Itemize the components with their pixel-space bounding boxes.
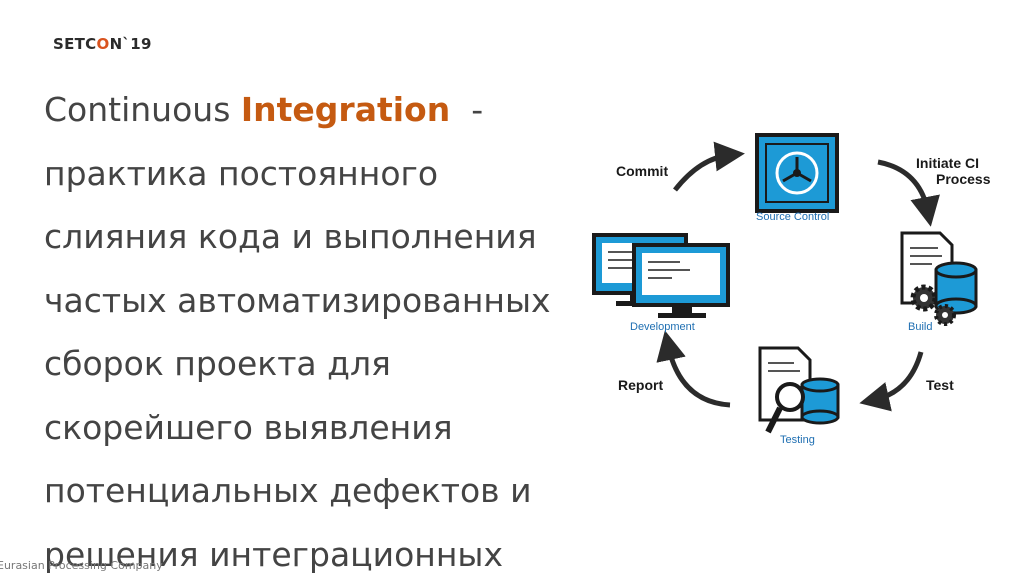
testing-icon (760, 348, 838, 432)
development-icon (594, 235, 728, 318)
label-initiate-line1: Initiate CI (916, 155, 979, 171)
label-source-control: Source Control (756, 211, 829, 223)
logo-o: O (97, 35, 110, 53)
body-line-4: сборок проекта для (44, 332, 604, 396)
body-line-3: частых автоматизированных (44, 269, 604, 333)
build-icon (902, 233, 976, 324)
label-test: Test (926, 377, 954, 393)
setcon-logo: SETCON`19 (53, 35, 152, 53)
heading-line-0: Continuous Integration - (44, 78, 604, 142)
arrow-commit (675, 155, 730, 190)
body-line-5: скорейшего выявления (44, 396, 604, 460)
label-commit: Commit (616, 163, 668, 179)
ci-cycle-diagram: Commit Initiate CI Process Test Report S… (580, 120, 1000, 460)
logo-suffix: N (110, 35, 123, 53)
label-report: Report (618, 377, 663, 393)
heading-highlight: Integration (241, 90, 450, 129)
heading-part1: Continuous (44, 90, 241, 129)
label-testing: Testing (780, 434, 815, 446)
source-control-icon (757, 135, 837, 211)
heading-part2: - (450, 90, 483, 129)
label-initiate-line2: Process (936, 171, 991, 187)
logo-year: `19 (122, 35, 151, 53)
label-build: Build (908, 321, 932, 333)
arrow-report (668, 345, 730, 405)
label-development: Development (630, 321, 695, 333)
logo-prefix: SETC (53, 35, 97, 53)
body-line-1: практика постоянного (44, 142, 604, 206)
footer-company: Eurasian Processing Company (0, 559, 163, 572)
arrow-test (874, 352, 921, 400)
body-line-6: потенциальных дефектов и (44, 459, 604, 523)
body-line-7: решения интеграционных (44, 523, 604, 586)
body-line-2: слияния кода и выполнения (44, 205, 604, 269)
slide-body-text: Continuous Integration - практика постоя… (44, 78, 604, 586)
